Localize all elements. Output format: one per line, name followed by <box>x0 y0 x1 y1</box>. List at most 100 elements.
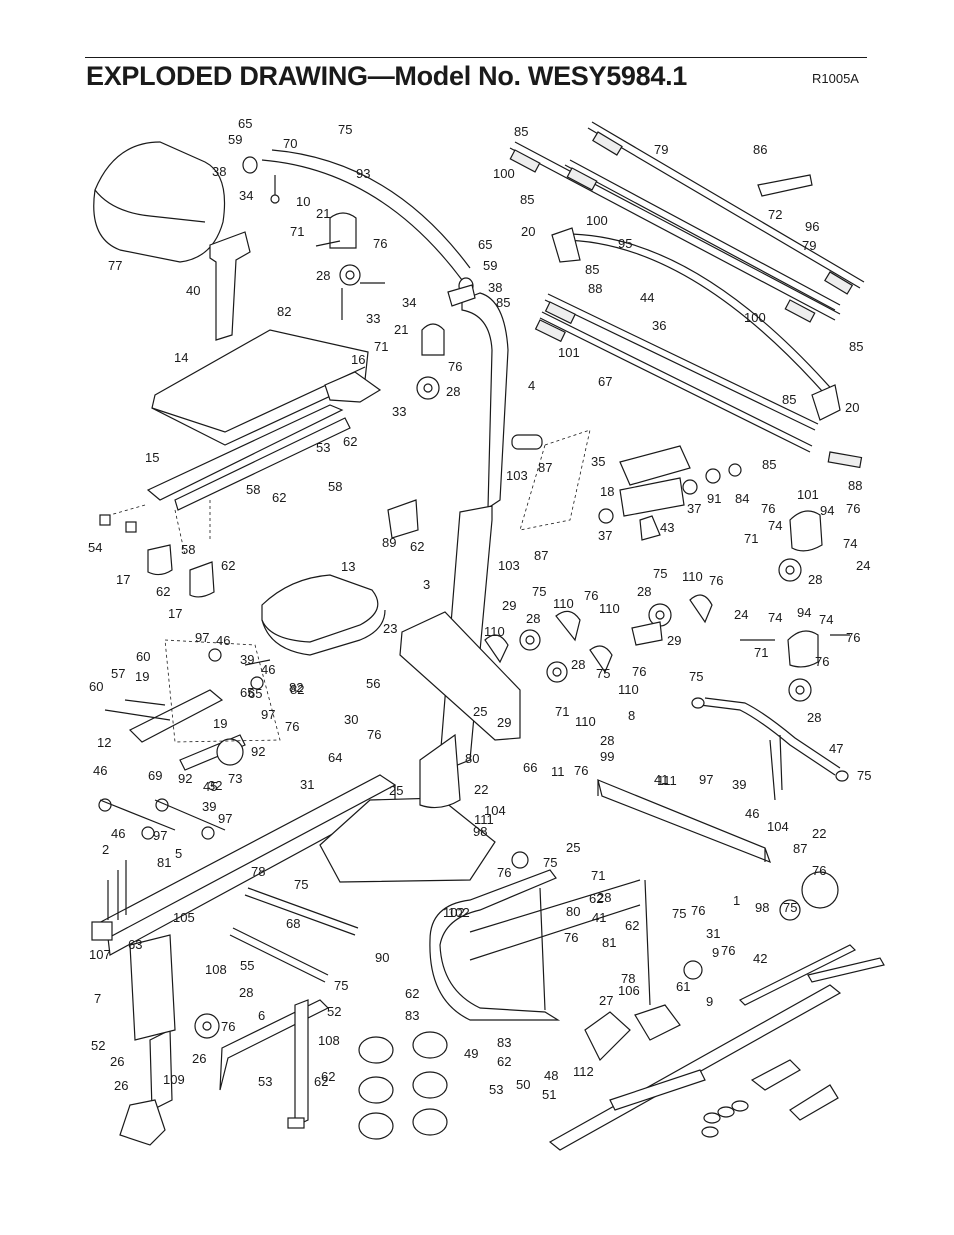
part-number-label: 62 <box>321 1069 335 1084</box>
part-number-label: 62 <box>405 986 419 1001</box>
part-number-label: 57 <box>111 666 125 681</box>
part-number-label: 85 <box>496 295 510 310</box>
part-number-label: 76 <box>812 863 826 878</box>
part-number-label: 90 <box>375 950 389 965</box>
part-number-label: 76 <box>285 719 299 734</box>
part-27-foot <box>119 1099 166 1146</box>
part-number-label: 65 <box>238 116 252 131</box>
part-number-label: 74 <box>768 518 782 533</box>
part-number-label: 17 <box>168 606 182 621</box>
part-number-label: 110 <box>599 601 620 616</box>
part-number-label: 44 <box>640 290 654 305</box>
part-number-label: 12 <box>97 735 111 750</box>
part-number-label: 26 <box>110 1054 124 1069</box>
part-89-bracket <box>387 499 419 539</box>
part-number-label: 75 <box>294 877 308 892</box>
part-number-label: 62 <box>410 539 424 554</box>
part-number-label: 83 <box>405 1008 419 1023</box>
part-number-label: 30 <box>344 712 358 727</box>
part-51-clips <box>701 1100 749 1138</box>
part-number-label: 39 <box>732 777 746 792</box>
part-number-label: 26 <box>114 1078 128 1093</box>
part-50-strap <box>738 944 857 1006</box>
part-number-label: 41 <box>654 772 668 787</box>
part-number-label: 89 <box>382 535 396 550</box>
part-number-label: 76 <box>846 501 860 516</box>
part-number-label: 76 <box>709 573 723 588</box>
part-number-label: 86 <box>753 142 767 157</box>
part-number-label: 76 <box>574 763 588 778</box>
part-number-label: 79 <box>802 238 816 253</box>
part-number-label: 98 <box>473 824 487 839</box>
part-number-label: 21 <box>316 206 330 221</box>
part-number-label: 99 <box>600 749 614 764</box>
part-112-handle <box>750 1059 801 1091</box>
part-number-label: 78 <box>621 971 635 986</box>
part-number-label: 49 <box>464 1046 478 1061</box>
part-number-label: 62 <box>589 891 603 906</box>
part-number-label: 28 <box>597 890 611 905</box>
part-number-label: 11 <box>551 764 565 779</box>
part-number-label: 110 <box>575 714 596 729</box>
part-number-label: 8 <box>628 708 635 723</box>
part-number-label: 41 <box>592 910 606 925</box>
part-number-label: 88 <box>848 478 862 493</box>
part-number-label: 69 <box>148 768 162 783</box>
part-number-label: 102 <box>448 905 470 920</box>
part-number-label: 66 <box>523 760 537 775</box>
part-number-label: 81 <box>157 855 171 870</box>
part-number-label: 97 <box>153 828 167 843</box>
part-number-label: 98 <box>755 900 769 915</box>
part-number-label: 6 <box>258 1008 265 1023</box>
part-number-label: 109 <box>163 1072 185 1087</box>
part-number-label: 74 <box>843 536 857 551</box>
part-number-label: 3 <box>423 577 430 592</box>
part-number-label: 82 <box>290 682 304 697</box>
part-number-label: 68 <box>286 916 300 931</box>
part-number-label: 100 <box>493 166 515 181</box>
part-number-label: 29 <box>667 633 681 648</box>
part-number-label: 65 <box>478 237 492 252</box>
part-number-label: 9 <box>706 994 713 1009</box>
part-number-label: 104 <box>484 803 506 818</box>
top-rule <box>85 57 867 58</box>
part-number-label: 29 <box>502 598 516 613</box>
part-number-label: 111 <box>657 773 677 788</box>
part-number-label: 106 <box>618 983 640 998</box>
part-number-label: 48 <box>544 1068 558 1083</box>
part-number-label: 76 <box>497 865 511 880</box>
drawing-code: R1005A <box>812 71 859 86</box>
part-number-label: 111 <box>474 812 494 827</box>
part-number-label: 75 <box>543 855 557 870</box>
part-number-label: 76 <box>761 501 775 516</box>
part-12-tube <box>128 689 224 743</box>
part-number-label: 71 <box>744 531 758 546</box>
part-number-label: 110 <box>553 596 574 611</box>
part-number-label: 28 <box>571 657 585 672</box>
part-number-label: 55 <box>240 958 254 973</box>
part-96-bar <box>587 121 865 289</box>
part-number-label: 9 <box>712 945 719 960</box>
part-number-label: 76 <box>632 664 646 679</box>
part-number-label: 42 <box>753 951 767 966</box>
part-number-label: 97 <box>699 772 713 787</box>
part-number-label: 51 <box>542 1087 556 1102</box>
part-number-label: 21 <box>394 322 408 337</box>
part-number-label: 33 <box>392 404 406 419</box>
part-number-label: 76 <box>584 588 598 603</box>
part-number-label: 56 <box>366 676 380 691</box>
part-49-handle <box>584 1011 631 1062</box>
part-number-label: 103 <box>498 558 520 573</box>
part-number-label: 76 <box>691 903 705 918</box>
part-number-label: 76 <box>367 727 381 742</box>
part-number-label: 76 <box>564 930 578 945</box>
part-number-label: 29 <box>497 715 511 730</box>
part-number-label: 71 <box>555 704 569 719</box>
part-67-bar <box>539 311 813 453</box>
part-number-label: 28 <box>637 584 651 599</box>
part-number-label: 75 <box>653 566 667 581</box>
part-number-label: 24 <box>856 558 870 573</box>
part-95-bar <box>509 141 841 321</box>
part-21-pulley-bracket <box>329 212 357 249</box>
